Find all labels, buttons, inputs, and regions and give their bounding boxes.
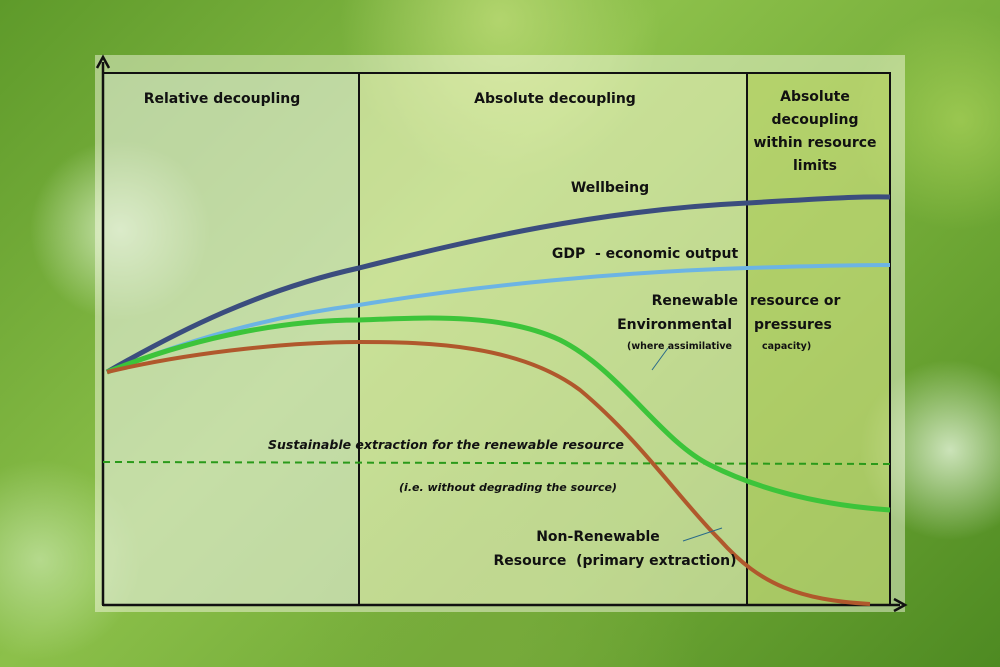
nonrenewable-label: Non-Renewable bbox=[536, 529, 660, 545]
section-label-within-limits: limits bbox=[793, 158, 837, 174]
section-label-within-limits: decoupling bbox=[771, 112, 858, 128]
section-label-within-limits: Absolute bbox=[780, 89, 850, 105]
threshold-label: Sustainable extraction for the renewable… bbox=[268, 437, 624, 452]
section-label-within-limits: within resource bbox=[753, 135, 876, 151]
section-within-limits bbox=[747, 73, 890, 605]
nonrenewable-leader-line bbox=[682, 527, 723, 542]
renewable-label: Environmental bbox=[617, 317, 732, 333]
threshold-sublabel: (i.e. without degrading the source) bbox=[399, 481, 617, 494]
renewable-label: Renewable bbox=[652, 293, 738, 309]
renewable-leader-line bbox=[651, 347, 669, 371]
renewable-label: (where assimilative bbox=[627, 341, 732, 352]
section-label-relative: Relative decoupling bbox=[144, 91, 301, 107]
nonrenewable-curve bbox=[106, 339, 871, 606]
renewable-label-right: pressures bbox=[754, 317, 832, 333]
gdp-curve bbox=[106, 263, 891, 374]
gdp-label: GDP - economic output bbox=[552, 246, 739, 262]
nonrenewable-label: Resource (primary extraction) bbox=[493, 553, 736, 569]
renewable-label-right: capacity) bbox=[762, 341, 811, 352]
y-axis-arrow-icon bbox=[95, 54, 111, 69]
wellbeing-curve bbox=[105, 194, 891, 375]
x-axis-arrow-icon bbox=[893, 597, 908, 613]
renewable-curve bbox=[106, 315, 891, 513]
section-label-absolute: Absolute decoupling bbox=[474, 91, 636, 107]
section-relative bbox=[103, 73, 359, 605]
renewable-label-right: resource or bbox=[750, 293, 841, 309]
wellbeing-label: Wellbeing bbox=[571, 180, 649, 196]
